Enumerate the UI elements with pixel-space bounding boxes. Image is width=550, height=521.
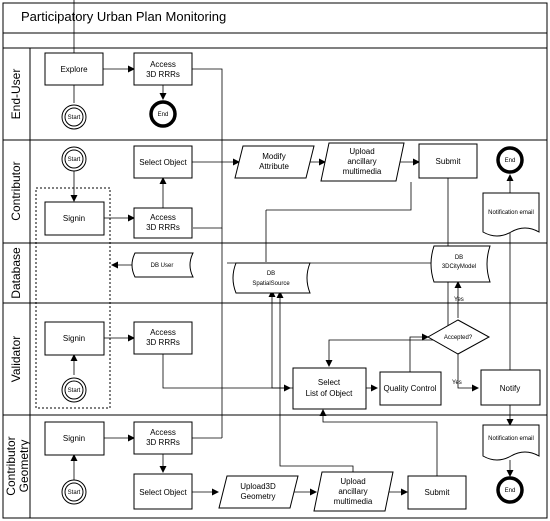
node-v-select-list-label-2: List of Object — [306, 389, 353, 398]
flow-v-access-select — [162, 354, 291, 392]
flow-c-modify-db-h — [266, 182, 412, 211]
node-db-citymodel-label-2: 3DCityModel — [442, 264, 476, 270]
flow-eu-access-side — [192, 68, 223, 229]
node-g-access-label-1: Access — [150, 428, 176, 437]
node-eu-end[interactable]: End — [149, 100, 177, 128]
node-c-modify-label-2: Attribute — [259, 162, 289, 171]
node-db-citymodel[interactable]: DB 3DCityModel — [430, 245, 491, 283]
node-g-select-object[interactable]: Select Object — [133, 473, 193, 510]
node-c-upload-label-2: ancillary — [347, 157, 376, 166]
node-eu-explore-label: Explore — [60, 65, 88, 74]
node-c-access-label-2: 3D RRRs — [146, 223, 180, 232]
node-g-upload-label-3: multimedia — [334, 497, 373, 506]
node-g-upload3d-label-2: Geometry — [240, 492, 275, 501]
node-db-spatial-label-2: SpatialSource — [252, 281, 290, 287]
flow-v-accepted-notify — [457, 353, 479, 392]
node-v-access-label-2: 3D RRRs — [146, 338, 180, 347]
flow-v-quality-accepted — [409, 333, 429, 372]
node-c-start[interactable]: Start — [61, 146, 87, 172]
node-v-accepted-label: Accepted? — [444, 335, 473, 341]
lane-label-end-user: End-User — [9, 69, 23, 120]
node-c-signin[interactable]: Signin — [44, 201, 105, 236]
node-v-select-list-label-1: Select — [318, 378, 341, 387]
node-v-access-label-1: Access — [150, 328, 176, 337]
signin-group-boundary — [35, 187, 111, 409]
node-v-select-list[interactable]: Select List of Object — [292, 367, 367, 410]
node-eu-access-label-2: 3D RRRs — [146, 70, 180, 79]
node-g-upload-label-2: ancillary — [338, 487, 367, 496]
node-c-submit-label: Submit — [436, 157, 462, 166]
node-g-submit-label: Submit — [425, 488, 451, 497]
node-eu-start-label: Start — [68, 115, 81, 121]
lane-label-contributor-geometry-line2: Geometry — [17, 440, 31, 493]
node-eu-end-label: End — [158, 112, 169, 118]
node-v-start-label: Start — [68, 388, 81, 394]
node-c-modify-label-1: Modify — [262, 152, 286, 161]
node-g-upload3d[interactable]: Upload3D Geometry — [218, 475, 299, 509]
node-g-start-label: Start — [68, 490, 81, 496]
node-v-quality-control[interactable]: Quality Control — [379, 371, 442, 406]
node-g-signin-label: Signin — [63, 434, 85, 443]
node-g-notification-label: Notification email — [488, 436, 534, 442]
node-v-notify[interactable]: Notify — [480, 369, 541, 406]
node-c-signin-label: Signin — [63, 214, 85, 223]
node-g-upload3d-label-1: Upload3D — [240, 482, 276, 491]
node-db-spatial-label-1: DB — [267, 271, 275, 277]
node-g-submit[interactable]: Submit — [407, 475, 467, 510]
node-c-access[interactable]: Access 3D RRRs — [133, 207, 193, 239]
node-g-upload[interactable]: Upload ancillary multimedia — [313, 471, 394, 512]
node-c-submit[interactable]: Submit — [418, 143, 478, 179]
node-g-start[interactable]: Start — [61, 479, 87, 505]
node-c-modify-attribute[interactable]: Modify Attribute — [234, 145, 315, 179]
node-c-notification-label: Notification email — [488, 210, 534, 216]
node-c-notification-email[interactable]: Notification email — [482, 192, 540, 237]
node-v-signin[interactable]: Signin — [44, 321, 105, 356]
node-eu-access[interactable]: Access 3D RRRs — [133, 52, 193, 86]
node-g-upload-label-1: Upload — [340, 477, 365, 486]
node-c-upload-label-3: multimedia — [343, 167, 382, 176]
node-g-access-label-2: 3D RRRs — [146, 438, 180, 447]
lane-label-validator: Validator — [9, 336, 23, 382]
node-c-end-label: End — [505, 158, 516, 164]
node-g-signin[interactable]: Signin — [44, 421, 105, 456]
node-v-accepted-gateway[interactable]: Accepted? — [426, 319, 491, 355]
node-g-select-object-label: Select Object — [139, 488, 187, 497]
node-db-user-label: DB User — [151, 263, 174, 269]
lane-label-contributor-geometry-line1: Contributor — [4, 436, 18, 495]
node-v-access[interactable]: Access 3D RRRs — [133, 321, 193, 355]
label-yes-right: Yes — [452, 380, 462, 386]
node-c-upload-label-1: Upload — [349, 147, 374, 156]
flow-g-upload-spatial — [276, 291, 354, 476]
flow-g-submit-select-list — [319, 409, 438, 476]
node-c-start-label: Start — [68, 157, 81, 163]
node-c-select-object[interactable]: Select Object — [133, 145, 193, 179]
node-v-signin-label: Signin — [63, 334, 85, 343]
node-eu-explore[interactable]: Explore — [44, 52, 104, 86]
node-c-select-object-label: Select Object — [139, 158, 187, 167]
node-g-notification-email[interactable]: Notification email — [482, 424, 540, 461]
label-yes-up: Yes — [454, 297, 464, 303]
node-v-start[interactable]: Start — [61, 377, 87, 403]
diagram-title: Participatory Urban Plan Monitoring — [21, 9, 226, 24]
node-db-citymodel-label-1: DB — [455, 255, 463, 261]
node-g-access[interactable]: Access 3D RRRs — [133, 421, 193, 455]
node-c-end[interactable]: End — [496, 146, 524, 174]
node-eu-access-label-1: Access — [150, 60, 176, 69]
node-v-quality-label: Quality Control — [384, 384, 437, 393]
node-db-spatial[interactable]: DB SpatialSource — [232, 262, 311, 294]
node-g-end-label: End — [505, 488, 516, 494]
node-g-end[interactable]: End — [496, 476, 524, 504]
lane-label-database: Database — [9, 247, 23, 299]
node-eu-start[interactable]: Start — [61, 104, 87, 130]
node-db-user[interactable]: DB User — [131, 252, 194, 278]
lane-label-contributor-geometry: Contributor Geometry — [4, 436, 31, 495]
node-c-upload[interactable]: Upload ancillary multimedia — [320, 142, 405, 182]
node-c-access-label-1: Access — [150, 213, 176, 222]
lane-label-contributor: Contributor — [9, 161, 23, 220]
node-v-notify-label: Notify — [500, 384, 520, 393]
